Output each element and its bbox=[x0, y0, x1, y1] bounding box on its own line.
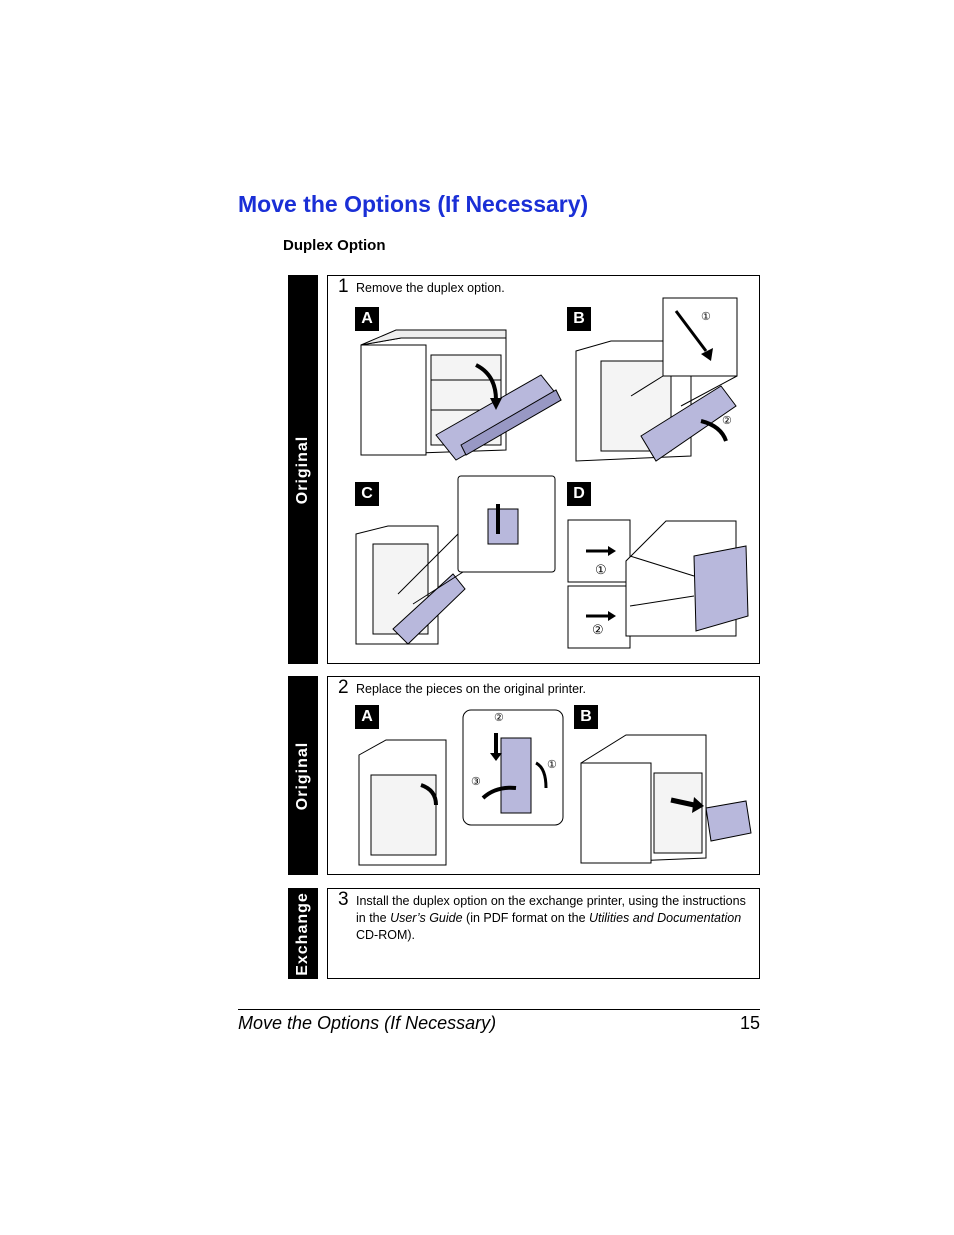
step-3-text-a: Install the duplex option on the exchang… bbox=[356, 894, 746, 925]
step-2-sidebar: Original bbox=[288, 676, 318, 875]
step-1-text: Remove the duplex option. bbox=[356, 281, 505, 295]
panel-tag-d: D bbox=[567, 482, 591, 506]
step-1-side-label: Original bbox=[294, 435, 311, 504]
step-3-text: Install the duplex option on the exchang… bbox=[356, 893, 747, 944]
step-2-box: 2 Replace the pieces on the original pri… bbox=[327, 676, 760, 875]
section-subtitle: Duplex Option bbox=[283, 237, 386, 254]
step-3-sidebar: Exchange bbox=[288, 888, 318, 979]
step-2-number: 2 bbox=[338, 677, 349, 698]
step-2-text: Replace the pieces on the original print… bbox=[356, 682, 587, 696]
panel-tag-b: B bbox=[567, 307, 591, 331]
step-1-box: 1 Remove the duplex option. A B C D ① ② bbox=[327, 275, 760, 664]
step-3-text-cd: Utilities and Documentation bbox=[589, 911, 742, 925]
illustration-1a-printer-cover-open bbox=[360, 329, 562, 461]
callout-1d-one: ① bbox=[595, 562, 607, 577]
page-number: 15 bbox=[739, 1013, 760, 1033]
illustration-2a-printer-rear bbox=[358, 739, 447, 866]
illustration-1c-hinge-detail bbox=[355, 475, 556, 645]
step-3-box: 3 Install the duplex option on the excha… bbox=[327, 888, 760, 979]
illustration-1d-remove-duplex bbox=[567, 519, 749, 649]
callout-2a-one: ① bbox=[547, 759, 557, 771]
callout-1b-one: ① bbox=[701, 311, 711, 323]
callout-1d-two: ② bbox=[592, 622, 604, 637]
step-3-number: 3 bbox=[338, 889, 349, 910]
footer-title: Move the Options (If Necessary) bbox=[238, 1013, 497, 1033]
illustration-2b-attach-cover bbox=[580, 734, 752, 864]
step-1-number: 1 bbox=[338, 276, 349, 297]
panel-tag-2b: B bbox=[574, 705, 598, 729]
panel-tag-2a: A bbox=[355, 705, 379, 729]
callout-2a-two: ② bbox=[494, 712, 504, 724]
step-3-text-guide: User’s Guide bbox=[390, 911, 463, 925]
callout-1b-two: ② bbox=[722, 415, 732, 427]
step-3-side-label: Exchange bbox=[294, 891, 311, 976]
panel-tag-a: A bbox=[355, 307, 379, 331]
panel-tag-c: C bbox=[355, 482, 379, 506]
step-2-side-label: Original bbox=[294, 741, 311, 810]
footer-rule bbox=[238, 1009, 760, 1010]
step-1-sidebar: Original bbox=[288, 275, 318, 664]
callout-2a-three: ③ bbox=[471, 776, 481, 788]
illustration-2a-cover-detail bbox=[462, 709, 564, 826]
illustration-1b-release-lever bbox=[575, 297, 738, 462]
page-title: Move the Options (If Necessary) bbox=[238, 191, 589, 217]
step-3-text-c: (in PDF format on the bbox=[462, 911, 589, 925]
step-3-text-e: CD-ROM). bbox=[356, 928, 416, 942]
